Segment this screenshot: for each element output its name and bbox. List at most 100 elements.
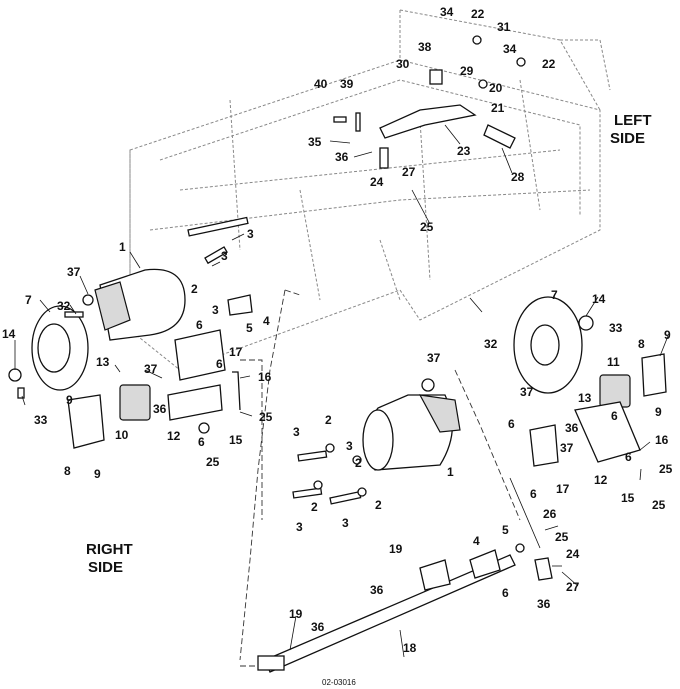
- hub-nut-14-left: [578, 315, 594, 331]
- callout-25: 25: [555, 530, 569, 544]
- callout-3: 3: [296, 520, 303, 534]
- callout-36: 36: [153, 402, 167, 416]
- callout-15: 15: [621, 491, 635, 505]
- rod-3-e: [329, 490, 362, 505]
- callout-27: 27: [566, 580, 580, 594]
- mount-plate-left: [529, 424, 559, 467]
- callout-6: 6: [530, 487, 537, 501]
- bell-crank-23: [379, 104, 477, 139]
- bolt-40: [333, 116, 347, 123]
- callout-19: 19: [289, 607, 303, 621]
- block-29: [429, 69, 443, 85]
- callout-9: 9: [66, 393, 73, 407]
- callout-2: 2: [191, 282, 198, 296]
- callout-6: 6: [196, 318, 203, 332]
- link-28: [483, 124, 516, 149]
- shaft-end-bracket: [257, 655, 285, 671]
- washer-34-a: [472, 35, 482, 45]
- leader-lines: [14, 124, 669, 658]
- callout-33: 33: [609, 321, 623, 335]
- callout-27: 27: [402, 165, 416, 179]
- callout-25: 25: [259, 410, 273, 424]
- side-labels: LEFT SIDE RIGHT SIDE 02-03016: [86, 112, 652, 687]
- link-16-right: [232, 371, 241, 411]
- callout-2: 2: [375, 498, 382, 512]
- callout-32: 32: [484, 337, 498, 351]
- callout-33: 33: [34, 413, 48, 427]
- brake-hub-right: [37, 323, 71, 373]
- right-side-label-line1: RIGHT: [86, 541, 133, 558]
- callout-3: 3: [342, 516, 349, 530]
- clevis-4-left: [469, 549, 501, 579]
- assembly-lines: [239, 289, 521, 667]
- left-side-assembly: [362, 296, 667, 471]
- callout-12: 12: [594, 473, 608, 487]
- hub-nut-right: [8, 368, 22, 382]
- pin-39: [355, 112, 361, 132]
- callout-37: 37: [67, 265, 81, 279]
- stud-right: [17, 387, 25, 399]
- callout-28: 28: [511, 170, 525, 184]
- callout-1: 1: [447, 465, 454, 479]
- callout-34: 34: [440, 5, 454, 19]
- callout-25: 25: [652, 498, 666, 512]
- callout-2: 2: [355, 456, 362, 470]
- nut-5-lower: [515, 543, 525, 553]
- washer-2-c: [313, 480, 323, 490]
- caliper-left: [599, 374, 631, 408]
- callout-2: 2: [325, 413, 332, 427]
- callout-37: 37: [560, 441, 574, 455]
- pin-32-right: [64, 311, 84, 318]
- brake-hub-left: [530, 324, 560, 366]
- callout-8: 8: [64, 464, 71, 478]
- callout-38: 38: [418, 40, 432, 54]
- callout-6: 6: [611, 409, 618, 423]
- callout-19: 19: [389, 542, 403, 556]
- callout-30: 30: [396, 57, 410, 71]
- callout-14: 14: [592, 292, 606, 306]
- washer-2-a: [325, 443, 335, 453]
- callout-14: 14: [2, 327, 16, 341]
- washer-22: [516, 57, 526, 67]
- callout-36: 36: [537, 597, 551, 611]
- callout-3: 3: [346, 439, 353, 453]
- callout-37: 37: [520, 385, 534, 399]
- callout-22: 22: [542, 57, 556, 71]
- washer-2-d: [357, 487, 367, 497]
- callout-25: 25: [420, 220, 434, 234]
- chassis-frame: [129, 9, 611, 371]
- washer-2-b: [352, 455, 362, 465]
- left-side-label-line1: LEFT: [614, 112, 652, 129]
- callout-11: 11: [607, 355, 620, 369]
- callout-32: 32: [57, 299, 71, 313]
- callout-6: 6: [508, 417, 515, 431]
- washer-15-right: [198, 422, 210, 434]
- washer-34-b: [478, 79, 488, 89]
- callout-17: 17: [556, 482, 570, 496]
- callout-24: 24: [370, 175, 384, 189]
- callout-36: 36: [335, 150, 349, 164]
- callout-5: 5: [502, 523, 509, 537]
- rod-3-top: [187, 216, 249, 237]
- callout-5: 5: [246, 321, 253, 335]
- callout-22: 22: [471, 7, 485, 21]
- callout-4: 4: [263, 314, 270, 328]
- left-side-label-line2: SIDE: [610, 130, 645, 147]
- callout-12: 12: [167, 429, 181, 443]
- callout-13: 13: [578, 391, 592, 405]
- callout-6: 6: [625, 450, 632, 464]
- callout-36: 36: [311, 620, 325, 634]
- callout-16: 16: [655, 433, 669, 447]
- callout-4: 4: [473, 534, 480, 548]
- motor-endcap-left: [362, 409, 394, 471]
- rod-3-c: [297, 450, 328, 462]
- callout-39: 39: [340, 77, 354, 91]
- callout-34: 34: [503, 42, 517, 56]
- hex-nut-37-left: [421, 378, 435, 392]
- hex-nut-37-right: [82, 294, 94, 306]
- callout-3: 3: [247, 227, 254, 241]
- shaft-arm-19: [419, 559, 451, 591]
- callout-35: 35: [308, 135, 322, 149]
- lever-plate-right: [167, 384, 223, 421]
- callout-1: 1: [119, 240, 126, 254]
